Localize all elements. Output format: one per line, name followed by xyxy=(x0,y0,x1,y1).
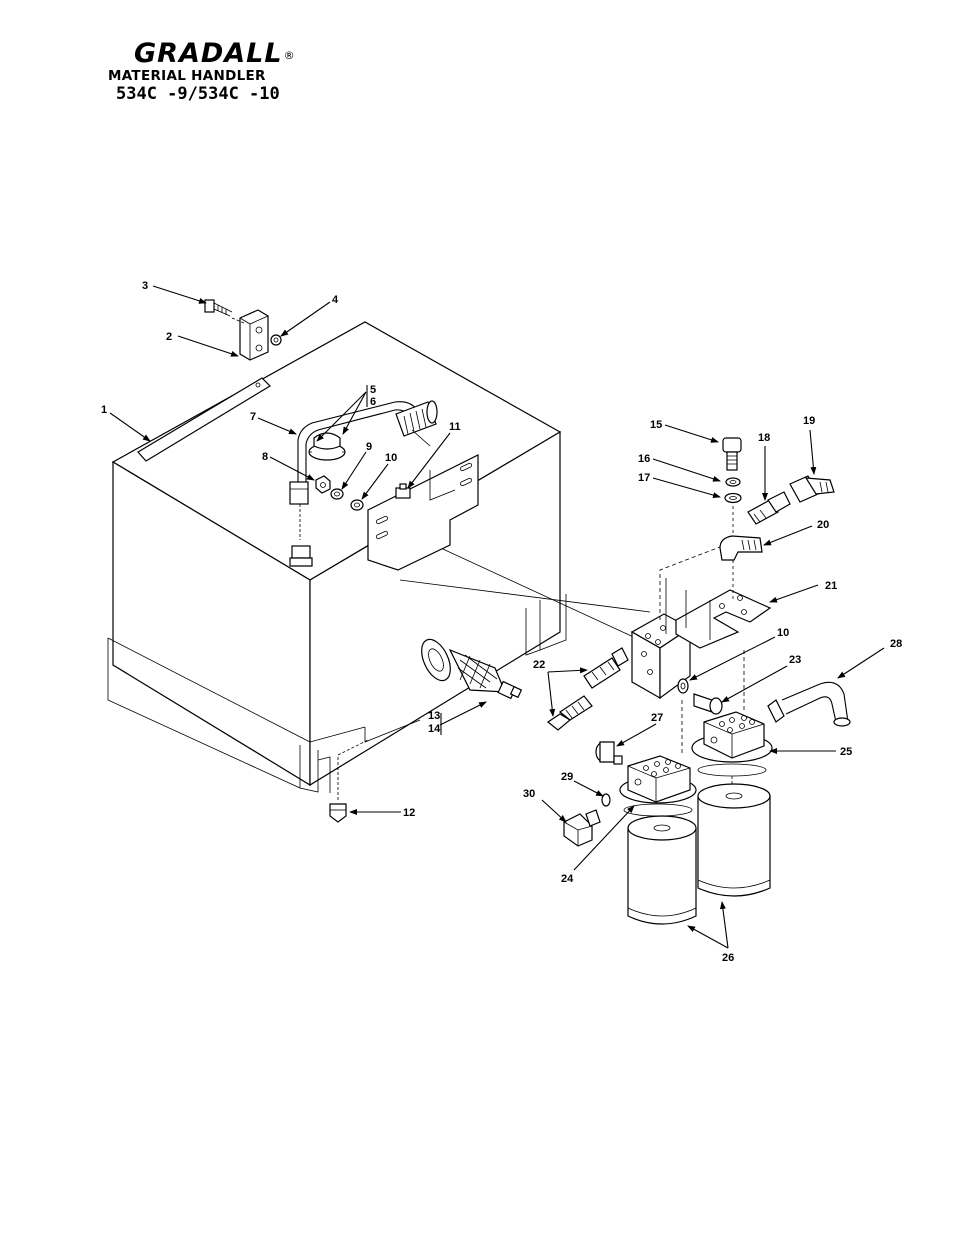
callout-15: 15 xyxy=(650,419,662,431)
callout-25: 25 xyxy=(840,746,852,758)
part-26-filter-elements xyxy=(627,783,771,925)
part-1-strap xyxy=(137,377,271,462)
callout-11: 11 xyxy=(449,421,461,433)
part-24-filter-head xyxy=(619,755,697,817)
callout-1: 1 xyxy=(101,404,107,416)
part-28-hose xyxy=(767,681,851,727)
callout-16: 16 xyxy=(638,453,650,465)
part-25-filter-head xyxy=(691,711,773,777)
callout-10-lower: 10 xyxy=(777,627,789,639)
part-23-bolt xyxy=(693,693,723,715)
part-19-elbow xyxy=(789,475,835,503)
part-8-nut xyxy=(315,475,331,494)
callout-26: 26 xyxy=(722,952,734,964)
part-12-drain-plug xyxy=(329,739,369,823)
callout-4: 4 xyxy=(332,294,339,306)
callout-24: 24 xyxy=(561,873,574,885)
part-9-washer xyxy=(330,488,344,500)
callout-14: 14 xyxy=(428,723,441,735)
part-15-bolt xyxy=(722,437,742,471)
callout-9: 9 xyxy=(366,441,372,453)
part-5-6-breather-cap xyxy=(308,432,346,461)
callout-3: 3 xyxy=(142,280,148,292)
part-7-filler-tube xyxy=(289,400,438,540)
part-30-elbow xyxy=(563,809,601,847)
part-20-elbow xyxy=(719,535,763,561)
callout-17: 17 xyxy=(638,472,650,484)
brand-name: GRADALL xyxy=(134,38,283,69)
callout-12: 12 xyxy=(403,807,415,819)
tank-top-fitting xyxy=(289,545,313,567)
callout-6: 6 xyxy=(370,396,376,408)
callout-10-top: 10 xyxy=(385,452,397,464)
callout-28: 28 xyxy=(890,638,902,650)
callout-29: 29 xyxy=(561,771,573,783)
callout-19: 19 xyxy=(803,415,815,427)
document-header: GRADALL® MATERIAL HANDLER 534C -9/534C -… xyxy=(108,40,308,105)
part-27-plug xyxy=(595,741,623,765)
callout-21: 21 xyxy=(825,580,837,592)
callout-2: 2 xyxy=(166,331,172,343)
part-2-clamp xyxy=(239,309,269,361)
callout-5: 5 xyxy=(370,384,376,396)
part-10-washer-top xyxy=(350,499,364,511)
part-11-bracket xyxy=(367,454,479,571)
product-subtitle: MATERIAL HANDLER xyxy=(108,68,266,84)
part-29-o-ring xyxy=(601,793,611,807)
part-17-washer xyxy=(724,492,742,504)
part-22-fittings xyxy=(546,647,629,731)
callout-30: 30 xyxy=(523,788,535,800)
registered-mark: ® xyxy=(283,49,296,62)
brand-logo: GRADALL® xyxy=(134,40,308,68)
part-10-washer-lower xyxy=(677,678,689,694)
callout-23: 23 xyxy=(789,654,801,666)
callout-27: 27 xyxy=(651,712,663,724)
callout-labels: 3 2 4 1 5 6 7 8 9 10 11 12 13 14 15 16 1… xyxy=(101,280,902,964)
callout-7: 7 xyxy=(250,411,256,423)
part-18-adapter xyxy=(747,491,791,525)
part-16-washer xyxy=(725,477,741,487)
model-number: 534C -9/534C -10 xyxy=(116,84,280,104)
callout-20: 20 xyxy=(817,519,829,531)
callout-8: 8 xyxy=(262,451,268,463)
callout-18: 18 xyxy=(758,432,770,444)
callout-leaders xyxy=(109,285,885,949)
callout-13: 13 xyxy=(428,710,440,722)
part-13-14-strainer xyxy=(421,638,523,700)
part-3-screw xyxy=(204,299,245,324)
part-4-washer xyxy=(270,334,282,346)
callout-22: 22 xyxy=(533,659,545,671)
